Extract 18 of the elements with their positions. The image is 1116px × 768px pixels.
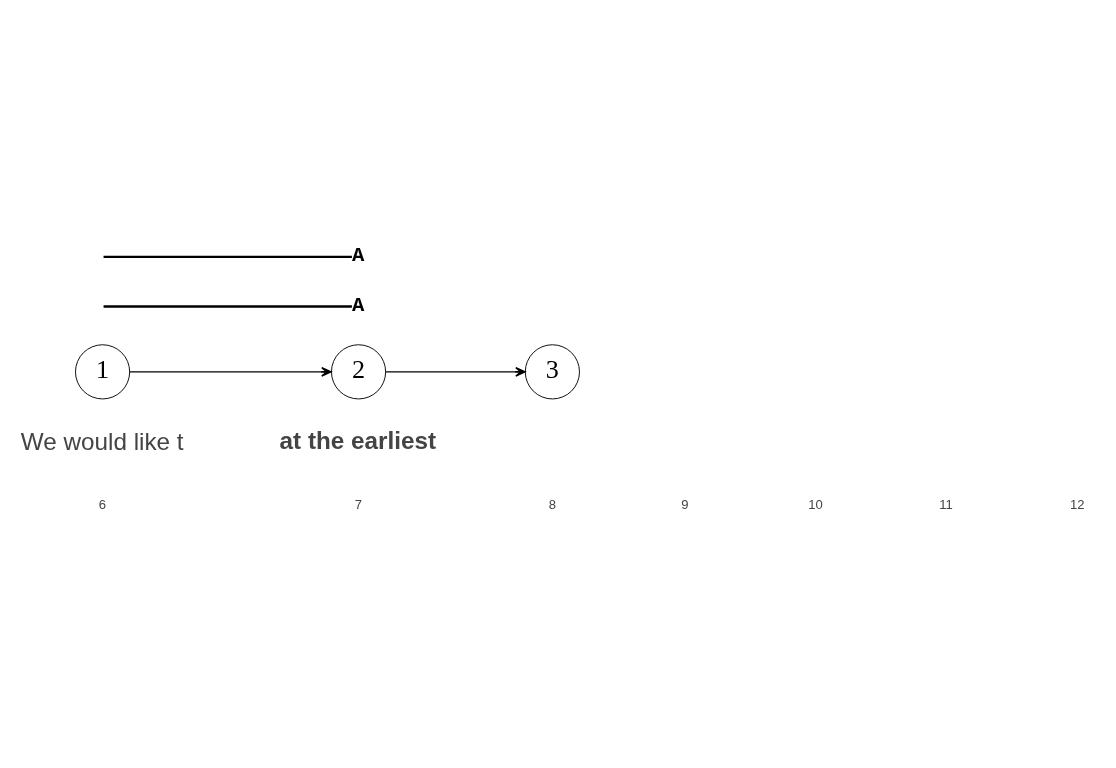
label: 11 [939,496,953,512]
connector [103,255,352,259]
arrow [385,366,526,377]
node-circle: 2 [331,344,387,400]
label: 10 [808,496,823,512]
label: 6 [98,496,107,512]
label: 8 [548,496,556,512]
node-text: A [352,293,365,317]
connector [103,305,352,308]
node-text: A [352,244,365,268]
label: 12 [1069,496,1085,512]
label: 7 [354,496,363,512]
label: We would like t [20,427,184,455]
label: at the earliest [279,426,437,454]
node-circle: 3 [524,344,580,400]
node-circle: 1 [75,344,131,400]
arrow [129,366,332,377]
label: 9 [681,496,689,512]
